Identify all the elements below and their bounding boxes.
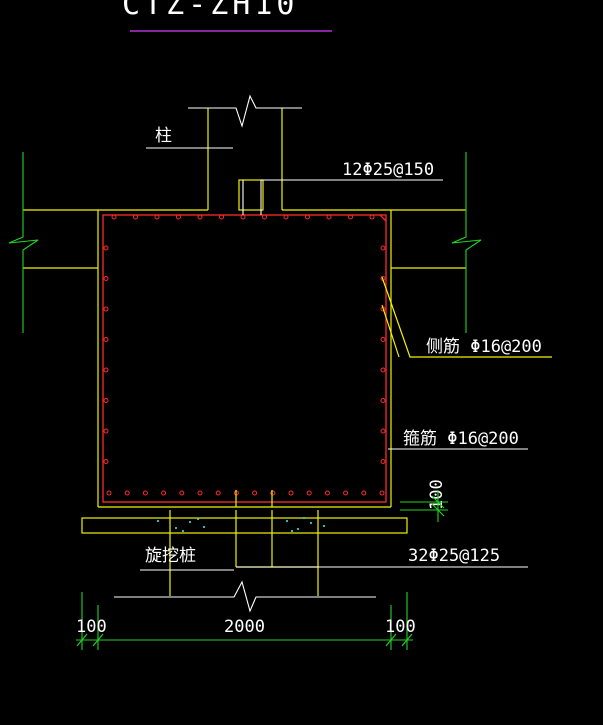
pillar-rebar-stub [238, 179, 264, 211]
rebar-dot-right [380, 245, 386, 251]
left-beam [8, 152, 98, 333]
pile-cap [97, 209, 392, 508]
cover-dim [400, 490, 448, 522]
rebar-dot-bottom [270, 490, 276, 496]
rebar-dot-bottom [106, 490, 112, 496]
right-beam [391, 152, 482, 333]
dimension-chain [76, 592, 413, 650]
rebar-dot-top [197, 214, 203, 220]
blinding-layer [81, 517, 408, 534]
leader-side-rebar [381, 276, 552, 358]
rebar-dot-top [369, 214, 375, 220]
rebar-dot-top [348, 214, 353, 220]
rebar-dot-bottom [324, 490, 330, 496]
rebar-dot-top [133, 214, 138, 220]
drawing-title: CTZ-ZH10 [122, 0, 299, 22]
label-side-rebar: 侧筋 Φ16@200 [426, 337, 542, 357]
rebar-dot-left [103, 276, 109, 281]
rebar-dot-left [103, 398, 109, 403]
rebar-dot-left [103, 428, 109, 434]
bottom-break-line [114, 580, 376, 613]
rebar-dot-top [176, 214, 181, 220]
left-break-line [8, 152, 39, 333]
pillar-break-line [188, 94, 302, 128]
rebar-dot-bottom [379, 490, 385, 496]
rebar-dot-bottom [306, 490, 312, 496]
label-stirrup: 箍筋 Φ16@200 [403, 429, 519, 449]
label-bottom-rebar: 32Φ25@125 [408, 546, 500, 566]
rebar-dot-right [380, 459, 386, 464]
rebar-dot-left [103, 459, 109, 464]
leader-side-rebar-2 [381, 304, 400, 358]
rebar-cage [102, 214, 387, 503]
rebar-dots [103, 214, 386, 496]
rebar-dot-left [103, 367, 109, 373]
rebar-dot-top [154, 214, 160, 220]
label-pillar: 柱 [155, 126, 172, 146]
rebar-dot-bottom [161, 490, 167, 496]
rebar-dot-top [262, 214, 267, 220]
label-cover: 100 [427, 479, 447, 510]
rebar-dot-right [380, 367, 386, 373]
rebar-dot-bottom [124, 490, 130, 496]
rebar-dot-bottom [142, 490, 148, 496]
pile-hatch [156, 516, 326, 533]
label-top-rebar: 12Φ25@150 [342, 160, 434, 180]
rebar-dot-bottom [215, 490, 221, 496]
rebar-dot-top [305, 214, 310, 220]
label-pile: 旋挖桩 [145, 546, 196, 566]
rebar-dot-bottom [252, 490, 258, 496]
rotary-pile-left [169, 510, 237, 596]
dim-left: 100 [76, 617, 107, 637]
rebar-dot-right [380, 337, 386, 342]
rebar-dot-left [103, 337, 109, 342]
rebar-dot-bottom [343, 490, 349, 496]
rebar-dot-bottom [179, 490, 185, 496]
rebar-dot-right [380, 428, 386, 434]
right-break-line [451, 152, 482, 333]
rebar-dot-top [111, 214, 117, 220]
rebar-dot-bottom [197, 490, 203, 496]
dim-right: 100 [385, 617, 416, 637]
rebar-dot-bottom [361, 490, 367, 496]
rebar-dot-right [380, 398, 386, 403]
rebar-dot-top [283, 214, 289, 220]
rebar-dot-top [326, 214, 332, 220]
pillar [188, 94, 302, 211]
rebar-dot-left [103, 245, 109, 251]
dim-center: 2000 [224, 617, 265, 637]
rebar-dot-bottom [288, 490, 294, 496]
rotary-pile-right [271, 510, 319, 596]
rebar-dot-top [219, 214, 224, 220]
rebar-dot-left [103, 306, 109, 312]
